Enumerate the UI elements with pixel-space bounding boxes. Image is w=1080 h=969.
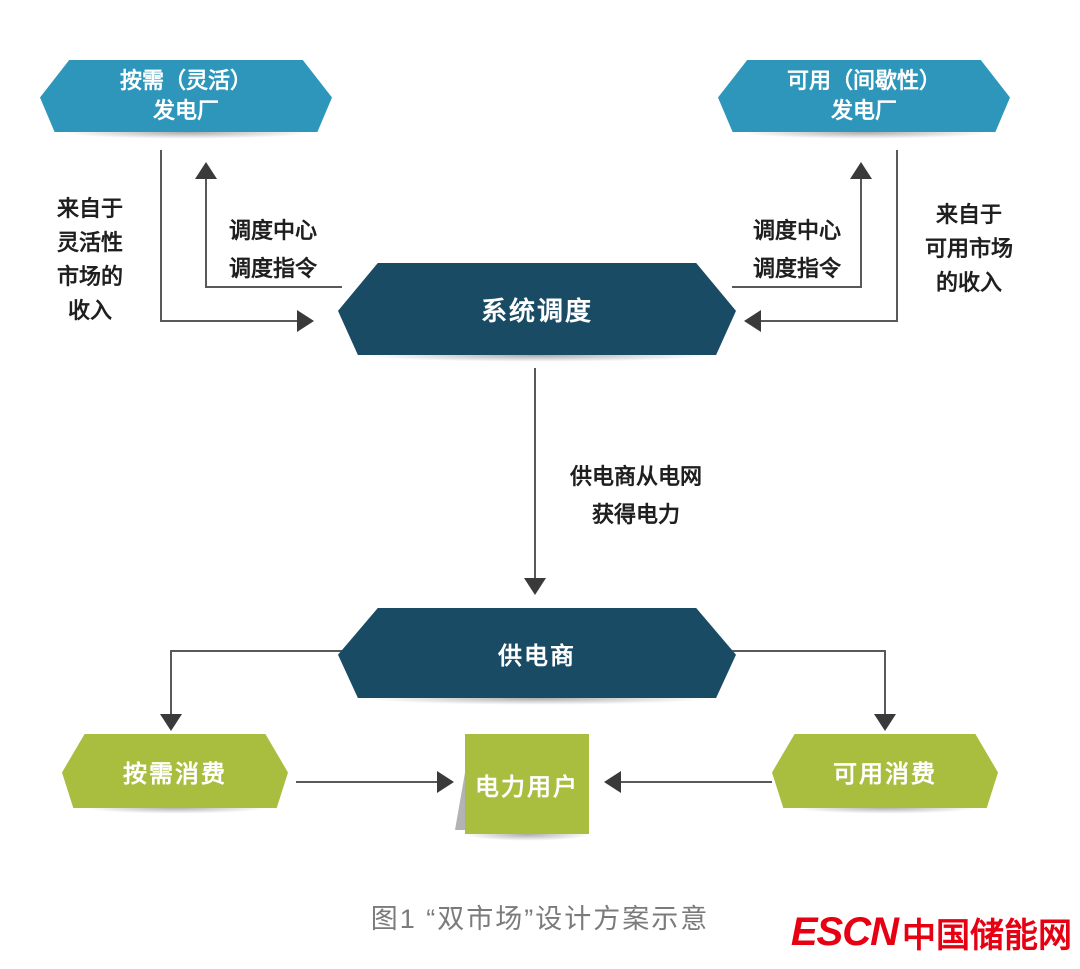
figure-caption: 图1 “双市场”设计方案示意 [370,904,710,934]
left-dispatch-line-horizontal [206,286,342,288]
arrow-up-icon [195,162,217,179]
left-revenue-line-horizontal [160,320,298,322]
node-label: 按需消费 [123,761,227,788]
node-system-dispatch: 系统调度 [338,263,736,355]
node-label: 按需（灵活） [119,68,252,93]
escn-logo-latin: ESCN [790,910,899,954]
right-dispatch-line-horizontal [732,286,862,288]
node-available-consumption: 可用消费 [772,734,998,808]
supplier-left-branch-vertical [170,650,172,716]
supplier-right-branch-vertical [884,650,886,716]
arrow-right-icon [437,771,454,793]
node-flexible-plant: 按需（灵活） 发电厂 [40,60,332,132]
escn-logo-cjk: 中国储能网 [902,917,1072,955]
node-label: 可用消费 [833,761,937,788]
arrow-up-icon [850,162,872,179]
node-label: 发电厂 [830,98,897,123]
left-revenue-line-vertical [160,150,162,322]
left-dispatch-line-vertical [205,178,207,288]
right-revenue-line-vertical [896,150,898,322]
escn-logo: ESCN 中国储能网 [791,908,1072,957]
edge-label-center-flow: 供电商从电网 获得电力 [569,464,702,527]
node-supplier: 供电商 [338,608,736,698]
arrow-left-icon [604,771,621,793]
edge-label-right-dispatch: 调度中心 调度指令 [752,218,841,281]
edge-label-right-revenue: 来自于 可用市场 的收入 [924,202,1013,295]
available-to-user-line [620,781,772,783]
right-revenue-line-horizontal [760,320,898,322]
node-label: 系统调度 [480,296,593,326]
arrow-down-icon [874,714,896,731]
node-label: 可用（间歇性） [786,68,941,93]
arrow-down-icon [160,714,182,731]
arrow-left-icon [744,310,761,332]
center-flow-line [534,368,536,580]
arrow-down-icon [524,578,546,595]
node-label: 供电商 [498,643,576,670]
node-label: 发电厂 [152,98,219,123]
edge-label-left-revenue: 来自于 灵活性 市场的 收入 [56,196,123,323]
node-power-user: 电力用户 [465,734,589,834]
edge-label-left-dispatch: 调度中心 调度指令 [228,218,317,281]
node-available-plant: 可用（间歇性） 发电厂 [718,60,1010,132]
right-dispatch-line-vertical [860,178,862,288]
node-demand-consumption: 按需消费 [62,734,288,808]
arrow-right-icon [297,310,314,332]
demand-to-user-line [296,781,438,783]
node-label: 电力用户 [475,774,579,801]
